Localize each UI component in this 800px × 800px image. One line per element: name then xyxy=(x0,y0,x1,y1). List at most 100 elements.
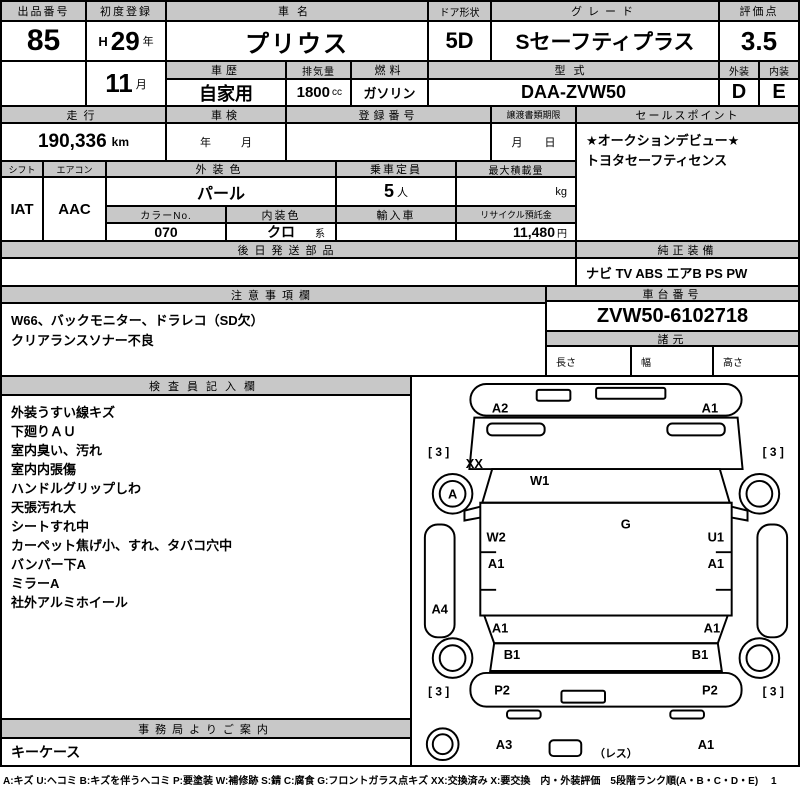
capacity-number: 5 xyxy=(383,181,394,201)
mileage-value: 190,336 km xyxy=(0,122,167,162)
first-registration-year: H 29 年 xyxy=(85,20,167,62)
wheel-rear-left-rim xyxy=(438,644,467,672)
inspection-note: 下廻りＡＵ xyxy=(11,424,77,439)
car-history-value: 自家用 xyxy=(165,78,287,107)
tread-depth-rear-left: [ 3 ] xyxy=(428,685,449,699)
mileage-number: 190,336 xyxy=(37,131,107,152)
capacity-value: 5 人 xyxy=(335,176,457,207)
front-license-plate xyxy=(535,388,572,402)
front-bumper xyxy=(469,382,743,417)
sales-point-line: トヨタセーフティセンス xyxy=(586,153,728,168)
damage-label-left-side-panel: A4 xyxy=(431,602,448,617)
first-registration-header: 初度登録 xyxy=(85,0,167,22)
first-registration-month-value: 11 xyxy=(105,68,133,98)
year-suffix: 年 xyxy=(142,36,154,48)
shift-value: IAT xyxy=(0,176,44,242)
office-info-content: キーケース xyxy=(0,737,412,767)
damage-label-rear-panel-left: A3 xyxy=(496,737,512,752)
import-car-value xyxy=(335,222,457,242)
inspection-note: ミラーA xyxy=(11,576,60,591)
score-value: 3.5 xyxy=(718,20,800,62)
rear-bumper xyxy=(469,671,743,708)
interior-grade-value: E xyxy=(758,78,800,107)
late-parts-value xyxy=(0,257,577,287)
first-registration-year-value: 29 xyxy=(110,25,140,56)
spare-tire-rim xyxy=(431,733,454,756)
damage-label-rear-panel-right: A1 xyxy=(698,737,714,752)
rear-window xyxy=(482,614,730,645)
inspection-note: ハンドルグリップしわ xyxy=(11,481,142,496)
inspection-note: カーペット焦げ小、すれ、タバコ穴中 xyxy=(11,538,233,553)
displacement-unit: cc xyxy=(332,87,342,98)
headlight-left xyxy=(486,422,546,437)
inspection-note: 外装うすい線キズ xyxy=(11,405,116,420)
rear-license-plate xyxy=(560,689,606,704)
tread-depth-front-right: [ 3 ] xyxy=(763,445,784,459)
sales-point-content: ★オークションデビュー★ トヨタセーフティセンス xyxy=(575,122,800,242)
interior-grade-header: 内装 xyxy=(758,60,800,80)
car-history-header: 車歴 xyxy=(165,60,287,80)
damage-diagram-cell: A2 A1 [ 3 ] [ 3 ] XX W1 A W2 G U1 A1 A1 … xyxy=(410,375,800,767)
month-suffix: 月 xyxy=(135,78,147,91)
interior-color-suffix: 系 xyxy=(315,228,325,240)
car-damage-diagram: A2 A1 [ 3 ] [ 3 ] XX W1 A W2 G U1 A1 A1 … xyxy=(423,382,789,762)
chassis-number-value: ZVW50-6102718 xyxy=(545,300,800,332)
damage-label-front-bumper-right: A1 xyxy=(702,401,718,416)
left-side-panel xyxy=(423,523,456,639)
damage-label-front-left-fender: XX xyxy=(466,456,484,471)
inspection-note: 室内臭い、汚れ xyxy=(11,443,103,458)
inspection-note: 室内内張傷 xyxy=(11,462,77,477)
damage-label-rear-right-door: A1 xyxy=(708,556,724,571)
wheel-front-left-rim xyxy=(438,479,467,508)
damage-label-rear-right-corner: B1 xyxy=(692,647,708,662)
page-number: 1 xyxy=(770,776,777,787)
damage-label-front-right-door: U1 xyxy=(708,529,724,544)
era-letter: H xyxy=(98,33,108,49)
inspection-expiry-value: 年 月 xyxy=(165,122,287,162)
model-code-value: DAA-ZVW50 xyxy=(427,78,720,107)
door-shape-value: 5D xyxy=(427,20,492,62)
rear-reflector-right xyxy=(669,709,705,720)
caution-line: クリアランスソナー不良 xyxy=(11,333,154,348)
damage-label-front-glass: G xyxy=(621,516,631,531)
shaken-year-suffix: 年 xyxy=(200,137,211,149)
tread-depth-rear-right: [ 3 ] xyxy=(763,685,784,699)
office-info-header: 事務局よりご案内 xyxy=(0,718,412,739)
exterior-grade-value: D xyxy=(718,78,760,107)
car-name-header: 車名 xyxy=(165,0,429,22)
displacement-number: 1800 xyxy=(296,84,330,101)
headlight-right xyxy=(666,422,726,437)
exhibit-number-value: 85 xyxy=(0,20,87,62)
wheel-rear-right xyxy=(738,637,781,679)
color-number-value: 070 xyxy=(105,222,227,242)
fuel-value: ガソリン xyxy=(350,78,429,107)
trunk xyxy=(489,642,723,672)
model-code-header: 型式 xyxy=(427,60,720,80)
stamp-box xyxy=(0,60,87,107)
wheel-front-left xyxy=(431,473,474,515)
spec-width: 幅 xyxy=(630,345,714,377)
recycle-deposit-value: 11,480 円 xyxy=(455,222,577,242)
exterior-grade-header: 外装 xyxy=(718,60,760,80)
front-grille xyxy=(595,386,667,400)
exhaust-box xyxy=(548,739,583,758)
damage-labels: A2 A1 [ 3 ] [ 3 ] XX W1 A W2 G U1 A1 A1 … xyxy=(428,401,784,760)
transfer-deadline-value: 月 日 xyxy=(490,122,577,162)
grade-header: グレード xyxy=(490,0,720,22)
inspection-note: バンパー下A xyxy=(11,557,87,572)
inspection-note: 社外アルミホイール xyxy=(11,595,128,610)
inspection-note: シートすれ中 xyxy=(11,519,90,534)
damage-label-front-bumper-left: A2 xyxy=(492,401,508,416)
damage-label-front-left-wheel: A xyxy=(448,487,457,502)
exhibit-number-header: 出品番号 xyxy=(0,0,87,22)
caution-line: W66、バックモニター、ドラレコ（SD欠） xyxy=(11,313,264,328)
cabin-roof xyxy=(479,501,733,617)
displacement-value: 1800 cc xyxy=(285,78,352,107)
capacity-header: 乗車定員 xyxy=(335,160,457,178)
registration-number-value xyxy=(285,122,492,162)
windshield xyxy=(480,468,732,504)
displacement-header: 排気量 xyxy=(285,60,352,80)
capacity-unit: 人 xyxy=(397,186,408,199)
wheel-front-right-rim xyxy=(745,479,774,508)
